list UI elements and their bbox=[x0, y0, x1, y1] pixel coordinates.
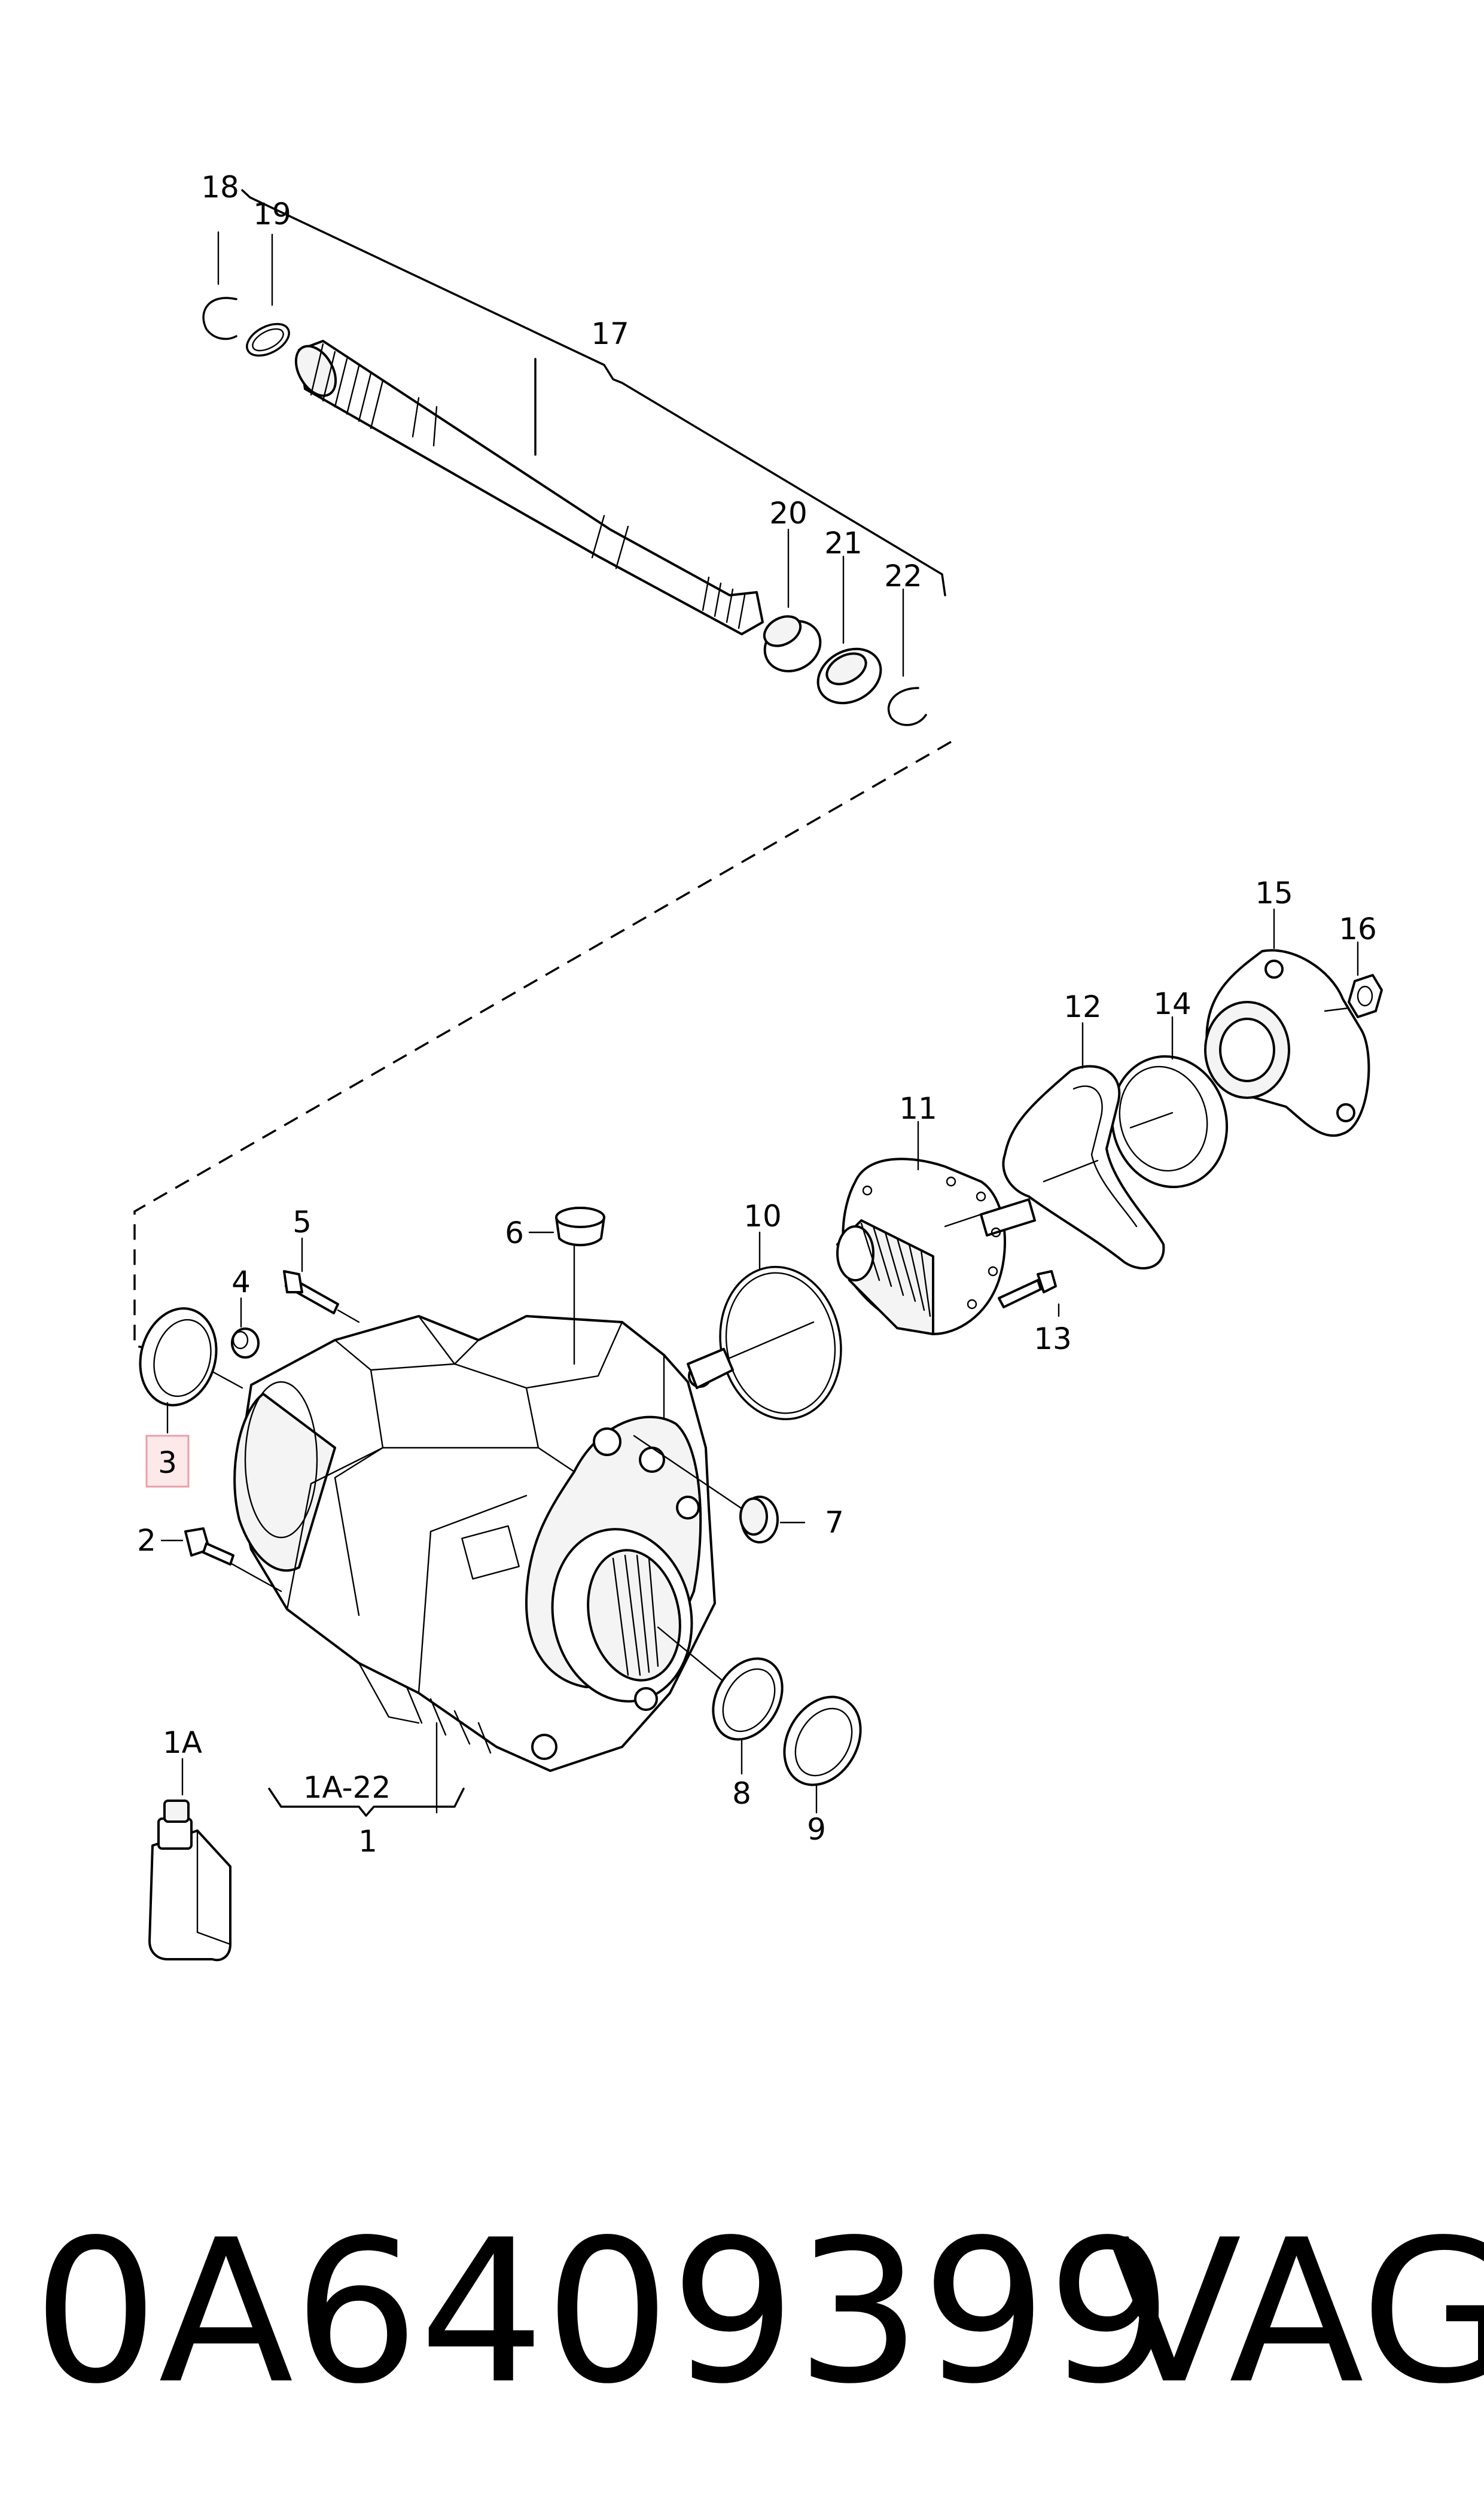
callout-9: 9 bbox=[807, 1812, 826, 1847]
seal-14 bbox=[1110, 1055, 1229, 1189]
brand-label: VAG bbox=[1107, 2197, 1484, 2427]
callout-20: 20 bbox=[769, 496, 807, 531]
callout-18: 18 bbox=[201, 170, 239, 205]
part-number: 0A6409399 bbox=[33, 2197, 1173, 2427]
callout-13: 13 bbox=[1034, 1322, 1072, 1356]
bolt-5 bbox=[283, 1270, 339, 1314]
callout-2: 2 bbox=[137, 1523, 156, 1558]
plug-4 bbox=[231, 1327, 260, 1359]
callout-19: 19 bbox=[253, 197, 291, 232]
callout-8: 8 bbox=[732, 1776, 751, 1811]
housing-1 bbox=[233, 1315, 734, 1772]
ring-19 bbox=[246, 322, 290, 357]
bolt-13 bbox=[998, 1270, 1057, 1308]
callout-3-highlight bbox=[145, 1435, 190, 1488]
callout-14: 14 bbox=[1153, 987, 1192, 1021]
callout-22: 22 bbox=[884, 559, 922, 593]
bearing-21 bbox=[816, 647, 882, 705]
circlip-22 bbox=[887, 687, 927, 726]
callout-11: 11 bbox=[899, 1091, 937, 1126]
seal-8 bbox=[712, 1657, 784, 1741]
flange-15 bbox=[1204, 949, 1370, 1137]
bearing-20 bbox=[763, 615, 822, 672]
callout-10: 10 bbox=[743, 1199, 782, 1234]
callout-3: 3 bbox=[158, 1445, 177, 1480]
callout-4: 4 bbox=[231, 1265, 251, 1299]
shaft-17 bbox=[294, 340, 764, 635]
leader-3 bbox=[208, 1369, 243, 1389]
leader-2 bbox=[226, 1560, 282, 1593]
callout-5: 5 bbox=[292, 1205, 312, 1240]
callout-17: 17 bbox=[591, 316, 629, 351]
callout-21: 21 bbox=[824, 526, 863, 561]
shaft-assembly bbox=[133, 189, 952, 1350]
seal-9 bbox=[783, 1695, 862, 1786]
callout-15: 15 bbox=[1255, 876, 1293, 911]
callout-1: 1 bbox=[358, 1824, 377, 1859]
callout-16: 16 bbox=[1339, 912, 1377, 946]
cap-7 bbox=[739, 1496, 779, 1543]
cap-6 bbox=[555, 1207, 605, 1247]
callout-7: 7 bbox=[825, 1505, 844, 1540]
seal-3 bbox=[139, 1307, 218, 1406]
right-assembly bbox=[719, 908, 1383, 1420]
nut-16 bbox=[1348, 974, 1383, 1018]
leader-7 bbox=[633, 1435, 746, 1512]
oil-bottle-1A bbox=[148, 1800, 231, 1962]
exploded-parts-diagram: 18 19 17 20 21 22 15 16 12 14 11 10 13 5… bbox=[133, 170, 1383, 1962]
differential-11 bbox=[836, 1158, 1036, 1335]
callout-12: 12 bbox=[1064, 989, 1102, 1024]
o-ring-10 bbox=[719, 1266, 842, 1420]
bolt-2 bbox=[184, 1527, 234, 1566]
callout-1A: 1A bbox=[163, 1725, 202, 1760]
gasket-12 bbox=[1002, 1065, 1165, 1269]
callout-1A-22: 1A-22 bbox=[303, 1770, 391, 1805]
callout-6: 6 bbox=[505, 1216, 524, 1250]
circlip-18 bbox=[202, 297, 237, 340]
